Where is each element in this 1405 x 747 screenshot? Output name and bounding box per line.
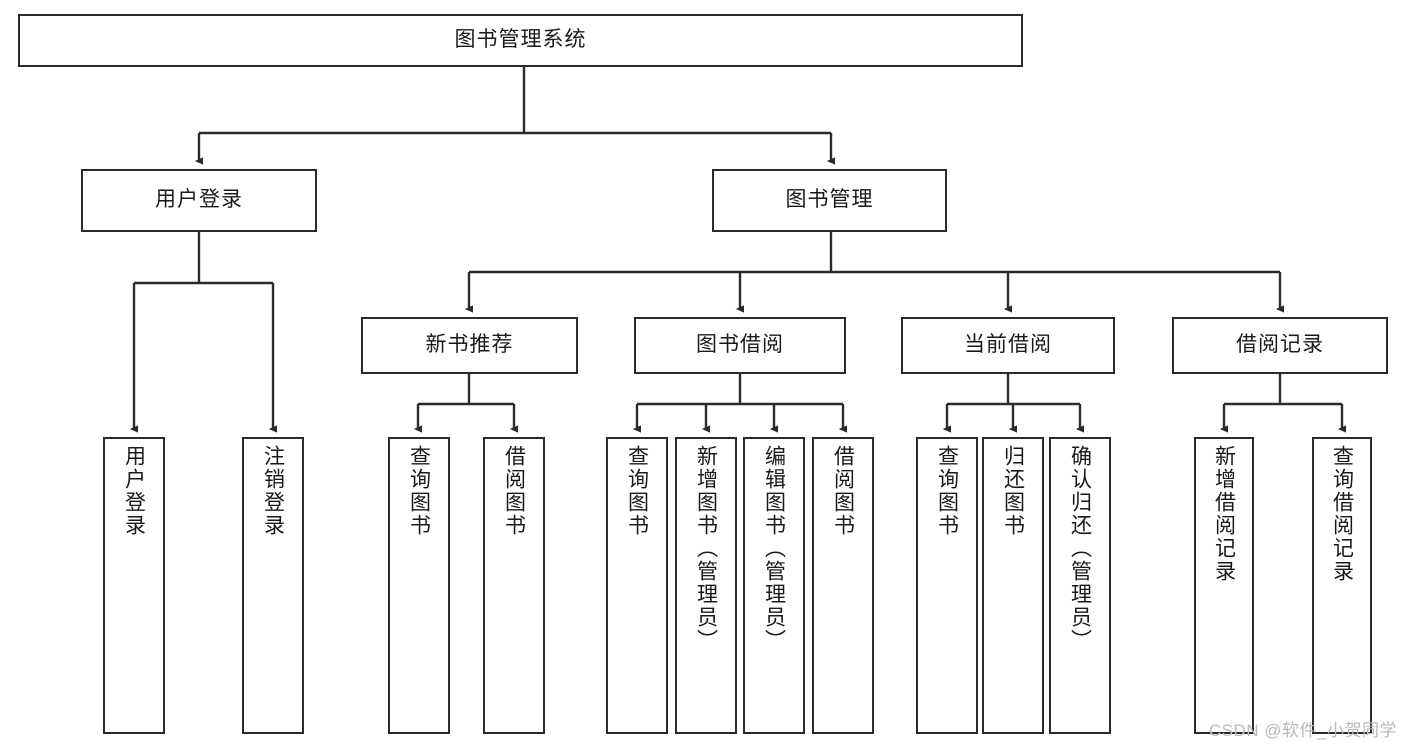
csdn-watermark: CSDN @软件_小贺同学 (1208, 721, 1397, 740)
node-book-manage[interactable]: 图书管理 (712, 169, 947, 232)
node-label: 图书管理系统 (454, 28, 587, 52)
node-current-borrow[interactable]: 当前借阅 (901, 317, 1115, 374)
node-leaf-confirm-return[interactable]: 确认归还（管理员） (1049, 437, 1111, 734)
node-label: 注销登录 (261, 445, 285, 537)
node-label: 查询图书 (935, 445, 959, 537)
node-label: 新增图书（管理员） (694, 445, 718, 652)
node-label: 借阅记录 (1236, 333, 1324, 357)
node-leaf-query-book-1[interactable]: 查询图书 (388, 437, 450, 734)
node-new-book-rec[interactable]: 新书推荐 (361, 317, 578, 374)
node-leaf-add-record[interactable]: 新增借阅记录 (1194, 437, 1254, 734)
node-user-login[interactable]: 用户登录 (81, 169, 317, 232)
node-label: 查询借阅记录 (1330, 445, 1354, 583)
node-leaf-user-login[interactable]: 用户登录 (103, 437, 165, 734)
node-label: 用户登录 (122, 445, 146, 537)
node-label: 用户登录 (155, 188, 243, 212)
node-leaf-add-book[interactable]: 新增图书（管理员） (675, 437, 737, 734)
node-label: 当前借阅 (964, 333, 1052, 357)
node-leaf-query-record[interactable]: 查询借阅记录 (1312, 437, 1372, 734)
node-label: 图书管理 (785, 188, 874, 212)
node-leaf-edit-book[interactable]: 编辑图书（管理员） (743, 437, 805, 734)
node-leaf-borrow-book-2[interactable]: 借阅图书 (812, 437, 874, 734)
node-label: 归还图书 (1001, 445, 1025, 537)
node-label: 查询图书 (407, 445, 431, 537)
node-leaf-query-book-2[interactable]: 查询图书 (606, 437, 668, 734)
node-label: 新书推荐 (425, 333, 514, 357)
node-leaf-return-book[interactable]: 归还图书 (982, 437, 1044, 734)
node-leaf-logout[interactable]: 注销登录 (242, 437, 304, 734)
node-leaf-query-book-3[interactable]: 查询图书 (916, 437, 978, 734)
node-borrow-record[interactable]: 借阅记录 (1172, 317, 1388, 374)
node-label: 图书借阅 (696, 333, 784, 357)
node-label: 确认归还（管理员） (1068, 445, 1092, 652)
node-label: 编辑图书（管理员） (762, 445, 786, 652)
node-label: 查询图书 (625, 445, 649, 537)
node-label: 借阅图书 (502, 445, 526, 537)
node-book-borrow[interactable]: 图书借阅 (634, 317, 846, 374)
node-label: 新增借阅记录 (1212, 445, 1236, 583)
node-leaf-borrow-book-1[interactable]: 借阅图书 (483, 437, 545, 734)
node-root[interactable]: 图书管理系统 (18, 14, 1023, 67)
node-label: 借阅图书 (831, 445, 855, 537)
